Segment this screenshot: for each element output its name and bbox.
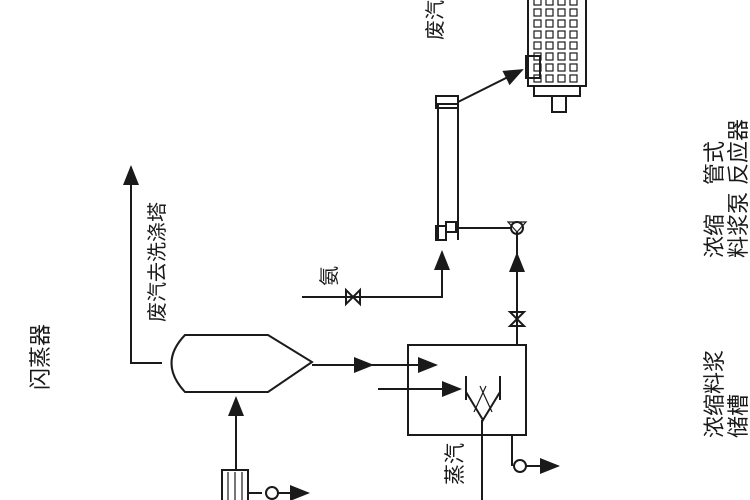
reactor-fin bbox=[569, 8, 578, 17]
label-waste-gas-to-scrubber: 废汽去洗涤塔 bbox=[145, 202, 169, 322]
ammonia-valve-icon bbox=[345, 287, 361, 307]
reactor-fin bbox=[533, 19, 542, 28]
reactor-fin bbox=[545, 0, 554, 6]
label-concentrated-slurry-tank: 浓缩料浆 储槽 bbox=[703, 343, 750, 438]
label-tubular-reactor: 管式 反应器 bbox=[703, 119, 750, 185]
label-ammonia: 氨 bbox=[317, 266, 341, 286]
reactor-fin bbox=[533, 0, 542, 6]
reactor-fin bbox=[533, 30, 542, 39]
reactor-fin bbox=[533, 63, 542, 72]
reactor-fin bbox=[569, 52, 578, 61]
tank-outlet-pump bbox=[511, 435, 560, 474]
label-concentrated-slurry-pump: 浓缩 料浆泵 bbox=[703, 192, 750, 258]
label-evaporator: 闪蒸器 bbox=[29, 324, 54, 390]
reactor-fin bbox=[557, 63, 566, 72]
reactor-fin bbox=[533, 41, 542, 50]
bottom-equipment bbox=[221, 469, 310, 500]
reactor-fin bbox=[545, 8, 554, 17]
riser-valve-icon bbox=[507, 311, 527, 327]
reactor-fin bbox=[557, 8, 566, 17]
reactor-fin bbox=[569, 63, 578, 72]
reactor-fin bbox=[533, 74, 542, 83]
reactor-fin bbox=[569, 30, 578, 39]
reactor-fin bbox=[557, 0, 566, 6]
reactor-fin bbox=[557, 74, 566, 83]
steam-coil bbox=[378, 376, 501, 422]
tubular-pipe bbox=[435, 95, 459, 241]
reactor-fin bbox=[557, 30, 566, 39]
reactor-fin bbox=[569, 74, 578, 83]
reactor-fin bbox=[557, 41, 566, 50]
reactor-fin bbox=[533, 52, 542, 61]
reactor-fin bbox=[545, 30, 554, 39]
reactor-fin bbox=[569, 19, 578, 28]
ammonia-line bbox=[302, 250, 450, 298]
reactor-fin bbox=[545, 52, 554, 61]
pipe-to-reactor-line bbox=[457, 69, 524, 103]
reactor-fin bbox=[545, 41, 554, 50]
reactor-fin bbox=[569, 0, 578, 6]
reactor-fin bbox=[545, 74, 554, 83]
reactor-fin bbox=[569, 41, 578, 50]
reactor-fin bbox=[557, 52, 566, 61]
reactor-vessel bbox=[525, 0, 587, 113]
label-waste-top: 废汽 bbox=[423, 0, 447, 40]
reactor-fin bbox=[533, 8, 542, 17]
flash-vessel bbox=[170, 334, 314, 393]
waste-gas-line bbox=[123, 165, 162, 364]
reactor-fin bbox=[557, 19, 566, 28]
label-steam: 蒸汽 bbox=[443, 443, 467, 485]
reactor-fin bbox=[545, 63, 554, 72]
reactor-fin bbox=[545, 19, 554, 28]
